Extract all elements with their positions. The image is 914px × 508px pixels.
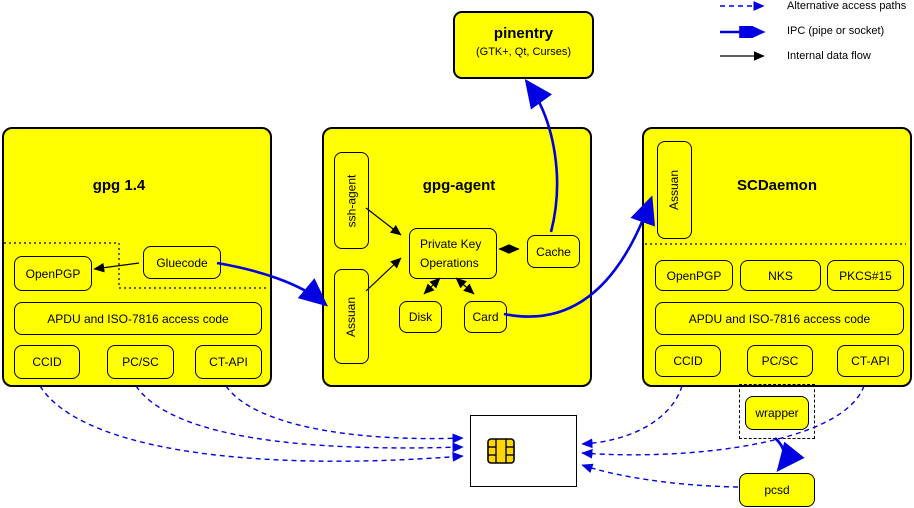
gpg14-ctapi-box: CT-API bbox=[195, 345, 262, 379]
label: OpenPGP bbox=[25, 266, 81, 281]
smartcard bbox=[470, 415, 577, 487]
label: Assuan bbox=[344, 296, 359, 337]
alt-gpg14-ctapi-to-smartcard bbox=[225, 385, 464, 444]
scdaemon-pkcs15-box: PKCS#15 bbox=[827, 260, 904, 291]
pinentry-title: pinentry bbox=[493, 25, 554, 42]
gpgagent-panel: gpg-agent ssh-agent Assuan Private Key O… bbox=[322, 127, 592, 387]
gpgagent-title: gpg-agent bbox=[422, 177, 496, 194]
thin-black-arrow-icon bbox=[720, 51, 765, 61]
alt-scdaemon-ccid-to-smartcard bbox=[581, 385, 683, 449]
label: APDU and ISO-7816 access code bbox=[688, 311, 871, 326]
dashed-blue-arrow-icon bbox=[720, 1, 765, 11]
gpg14-apdu-box: APDU and ISO-7816 access code bbox=[14, 302, 262, 335]
label: Disk bbox=[408, 310, 433, 324]
label: CT-API bbox=[209, 355, 248, 369]
ipc-wrapper-to-pcsd bbox=[774, 437, 805, 473]
thick-blue-arrow-icon bbox=[720, 26, 766, 38]
pinentry-box: pinentry (GTK+, Qt, Curses) bbox=[453, 11, 594, 79]
alt-gpg14-ccid-to-smartcard bbox=[39, 385, 464, 462]
label: CT-API bbox=[851, 354, 890, 368]
scdaemon-ccid-box: CCID bbox=[655, 345, 721, 377]
gpg14-pcsc-box: PC/SC bbox=[107, 345, 174, 379]
scdaemon-nks-box: NKS bbox=[740, 260, 821, 291]
label: NKS bbox=[768, 268, 793, 283]
label: CCID bbox=[673, 354, 703, 368]
alt-pcsd-to-smartcard bbox=[581, 463, 739, 488]
label: Cache bbox=[536, 244, 571, 259]
gpg14-panel: gpg 1.4 OpenPGP Gluecode APDU and ISO-78… bbox=[2, 127, 272, 387]
gpg14-openpgp-box: OpenPGP bbox=[14, 256, 92, 291]
gpgagent-cache-box: Cache bbox=[527, 235, 580, 268]
scdaemon-apdu-box: APDU and ISO-7816 access code bbox=[655, 302, 904, 335]
label: APDU and ISO-7816 access code bbox=[47, 311, 229, 326]
label: Assuan bbox=[667, 169, 682, 211]
alt-scdaemon-ctapi-to-smartcard bbox=[581, 385, 865, 459]
legend-label: Alternative access paths bbox=[787, 0, 907, 12]
label: PKCS#15 bbox=[839, 268, 892, 283]
label: ssh-agent bbox=[344, 174, 359, 227]
gpgagent-assuan-box: Assuan bbox=[334, 269, 369, 364]
scdaemon-pcsc-box: PC/SC bbox=[747, 345, 813, 377]
label: Gluecode bbox=[156, 255, 208, 270]
label: wrapper bbox=[755, 406, 799, 420]
legend-label: Internal data flow bbox=[787, 50, 871, 62]
gpgagent-private-key-operations-box: Private Key Operations bbox=[409, 228, 497, 279]
scdaemon-title: SCDaemon bbox=[736, 177, 818, 194]
legend-label: IPC (pipe or socket) bbox=[787, 25, 885, 37]
label: OpenPGP bbox=[666, 268, 722, 283]
label: PC/SC bbox=[761, 354, 799, 368]
smartcard-chip-icon bbox=[487, 438, 515, 464]
scdaemon-openpgp-box: OpenPGP bbox=[655, 260, 733, 291]
pcsd-box: pcsd bbox=[739, 473, 815, 507]
wrapper-box: wrapper bbox=[745, 396, 809, 430]
label: Card bbox=[472, 310, 499, 324]
gpg14-ccid-box: CCID bbox=[14, 345, 80, 379]
scdaemon-ctapi-box: CT-API bbox=[837, 345, 904, 377]
label: Operations bbox=[420, 255, 479, 270]
gpgagent-card-box: Card bbox=[464, 301, 507, 333]
alt-gpg14-pcsc-to-smartcard bbox=[135, 385, 464, 453]
scdaemon-assuan-box: Assuan bbox=[657, 141, 692, 239]
label: PC/SC bbox=[122, 355, 159, 369]
label: CCID bbox=[32, 355, 62, 369]
gpg14-gluecode-box: Gluecode bbox=[143, 246, 221, 279]
label: pcsd bbox=[764, 483, 790, 497]
label: Private Key bbox=[420, 236, 482, 251]
gpgagent-sshagent-box: ssh-agent bbox=[334, 152, 369, 249]
pinentry-subtitle: (GTK+, Qt, Curses) bbox=[475, 46, 572, 58]
gpg14-title: gpg 1.4 bbox=[92, 177, 146, 194]
gpgagent-disk-box: Disk bbox=[399, 301, 442, 333]
scdaemon-panel: SCDaemon Assuan OpenPGP NKS PKCS#15 APDU… bbox=[642, 127, 912, 387]
